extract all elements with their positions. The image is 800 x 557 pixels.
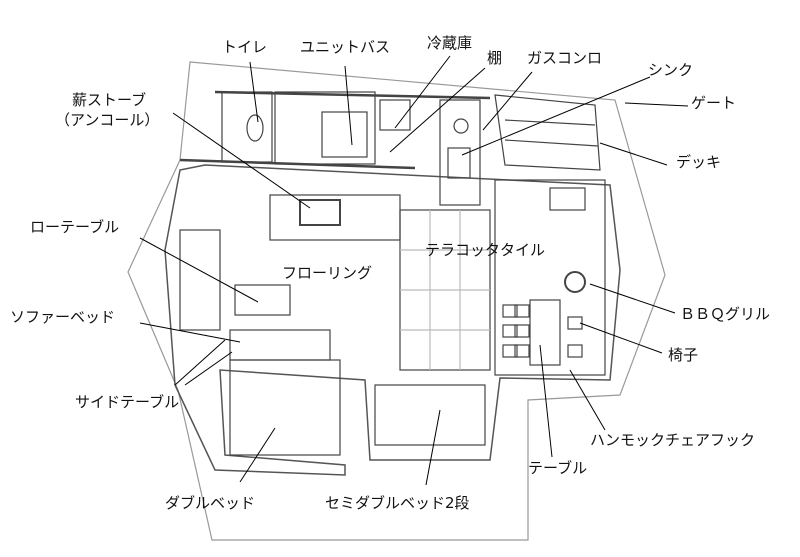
label-low-table: ローテーブル bbox=[30, 218, 120, 236]
semi-double-bunk-shape bbox=[374, 384, 486, 446]
lot-outline bbox=[127, 61, 666, 541]
label-hammock-hook: ハンモックチェアフック bbox=[590, 431, 756, 449]
sofa-bed-shape bbox=[179, 229, 221, 331]
kitchen-counter bbox=[439, 99, 481, 206]
leader-lines bbox=[139, 55, 689, 486]
patio-table bbox=[529, 299, 561, 366]
bath-room bbox=[274, 91, 376, 165]
label-bbq-grill: ＢＢＱグリル bbox=[680, 305, 771, 323]
label-terracotta: テラコッタタイル bbox=[425, 241, 546, 259]
label-flooring: フローリング bbox=[282, 264, 373, 282]
planter bbox=[549, 187, 586, 211]
label-chair: 椅子 bbox=[668, 346, 699, 364]
label-sink: シンク bbox=[648, 61, 694, 79]
label-semi-double-bunk: セミダブルベッド2段 bbox=[325, 494, 470, 512]
label-double-bed: ダブルベッド bbox=[165, 494, 256, 512]
label-gate: ゲート bbox=[691, 94, 737, 112]
label-shelf: 棚 bbox=[487, 49, 503, 67]
fridge-box bbox=[379, 99, 411, 131]
wood-stove bbox=[299, 199, 341, 226]
label-gas-stove: ガスコンロ bbox=[527, 49, 603, 67]
label-wood-stove-sub: （アンコール） bbox=[55, 111, 160, 129]
toilet-bowl bbox=[246, 114, 264, 142]
label-deck: デッキ bbox=[676, 153, 722, 171]
label-table: テーブル bbox=[528, 459, 588, 477]
deck-area bbox=[494, 94, 601, 171]
hearth bbox=[269, 194, 401, 241]
building-outline bbox=[164, 164, 621, 476]
patio-area bbox=[494, 179, 606, 376]
bathtub bbox=[321, 111, 368, 158]
double-bed-shape bbox=[229, 359, 341, 456]
gas-burner bbox=[453, 118, 469, 134]
label-wood-stove: 薪ストーブ bbox=[72, 91, 147, 109]
sofa-bed-shape-2 bbox=[229, 329, 331, 361]
label-fridge: 冷蔵庫 bbox=[427, 34, 473, 52]
label-sofa-bed: ソファーベッド bbox=[10, 308, 116, 326]
low-table-shape bbox=[234, 284, 291, 316]
label-unit-bath: ユニットバス bbox=[300, 38, 391, 56]
sink-basin bbox=[447, 147, 471, 179]
label-toilet: トイレ bbox=[222, 38, 268, 56]
bbq-grill-shape bbox=[564, 271, 586, 293]
label-side-table: サイドテーブル bbox=[75, 393, 180, 411]
